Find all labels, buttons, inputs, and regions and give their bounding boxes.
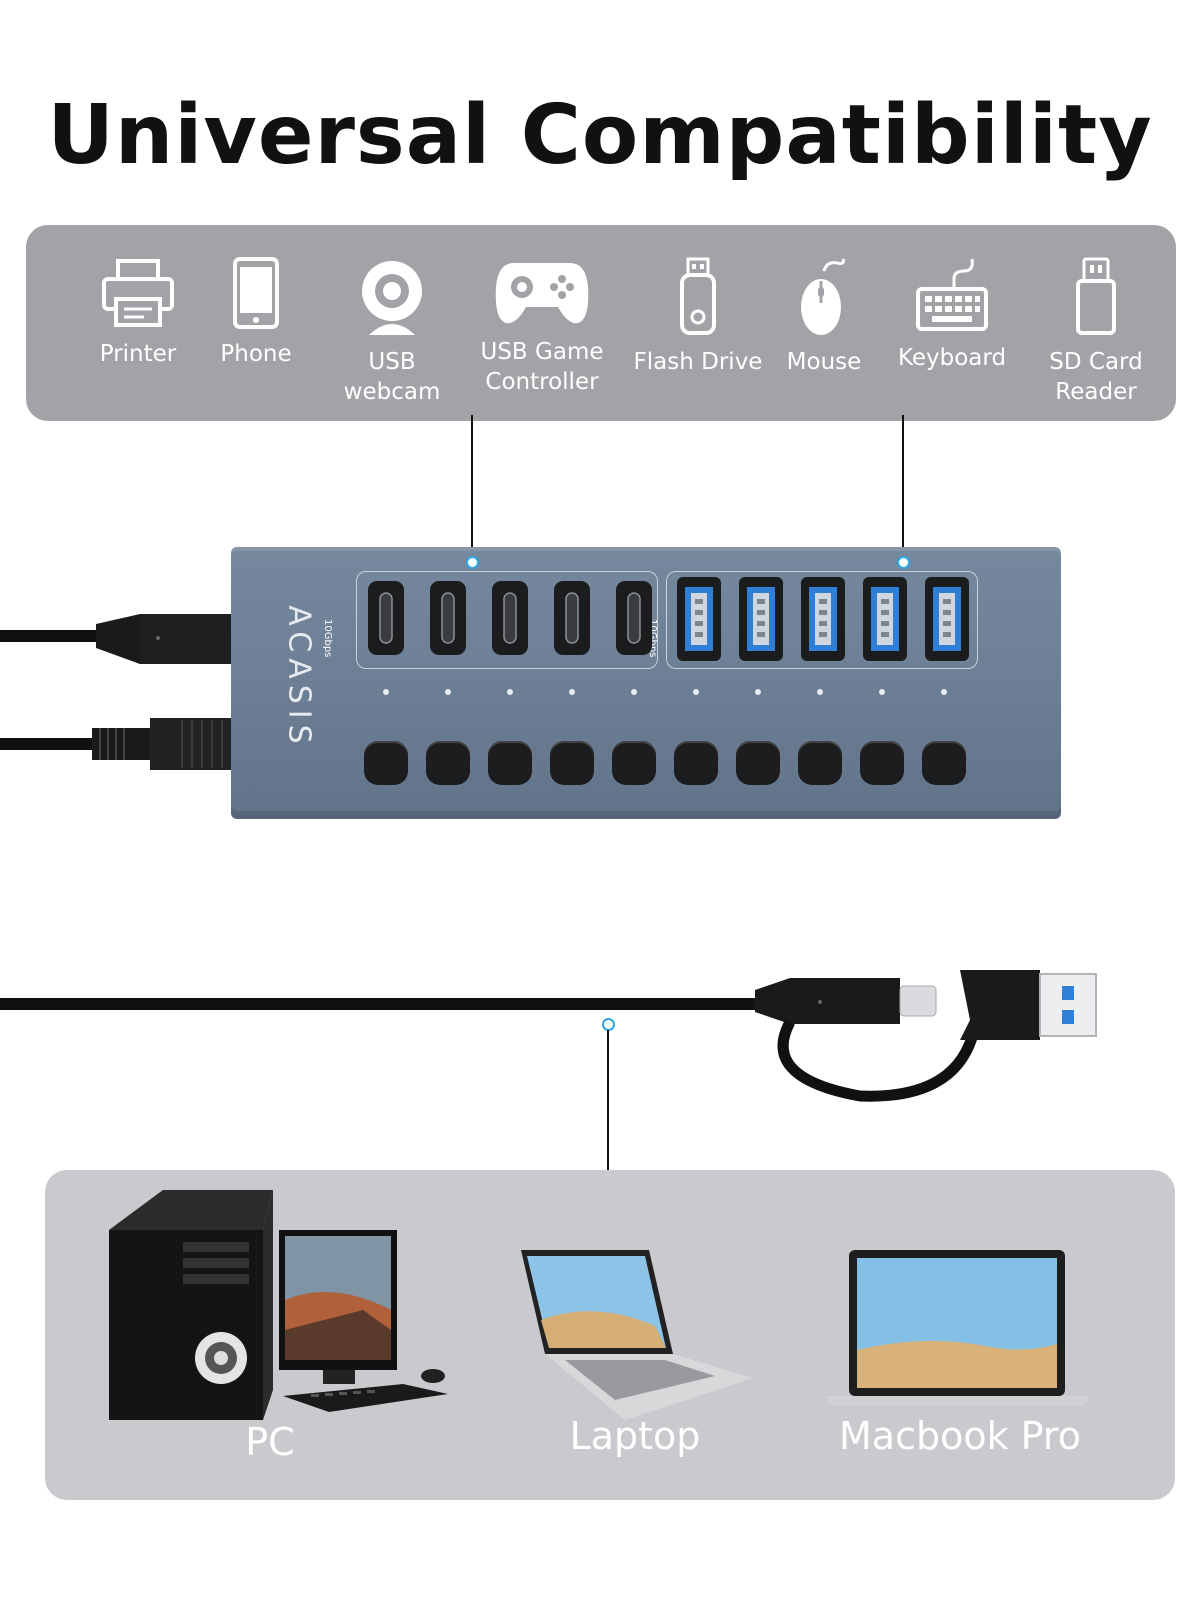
hub-cables [0,614,232,770]
port-led [941,689,947,695]
laptop-icon [521,1250,753,1420]
computer-label-pc: PC [245,1420,295,1464]
port-power-switch[interactable] [922,741,966,785]
device-sd-card-reader: SD Card Reader [1026,225,1166,407]
port-led [693,689,699,695]
device-label: Printer [99,341,177,367]
device-mouse: Mouse [754,225,894,377]
device-printer: Printer [68,225,208,369]
computer-label-laptop: Laptop [569,1414,701,1458]
device-label: Keyboard [897,345,1007,371]
usb-c-callout-dot [466,556,479,569]
port-led [383,689,389,695]
device-flash-drive: Flash Drive [628,225,768,377]
port-power-switch[interactable] [364,741,408,785]
device-label: USB Game Controller [480,339,604,395]
connector-line-host [607,1030,609,1172]
port-power-switch[interactable] [736,741,780,785]
connector-line-usb-a [902,415,904,561]
usb-a-callout-dot [897,556,910,569]
host-computers-panel: PC Laptop Macbook Pro [45,1170,1175,1500]
webcam-icon [362,261,422,335]
device-label: SD Card Reader [1049,349,1143,405]
mouse-icon [801,258,845,335]
keyboard-icon [916,258,988,331]
host-cable [0,970,1097,1102]
computer-label-macbook-pro: Macbook Pro [839,1414,1081,1458]
port-power-switch[interactable] [426,741,470,785]
connector-line-usb-c [471,415,473,561]
device-label: Mouse [786,349,862,375]
phone-icon [233,257,279,329]
port-power-switch[interactable] [860,741,904,785]
sd-card-reader-icon [1076,257,1116,335]
port-power-switch[interactable] [612,741,656,785]
desktop-pc-icon [109,1190,448,1420]
port-power-switch[interactable] [674,741,718,785]
device-webcam: USB webcam [322,225,462,407]
port-led [445,689,451,695]
device-label: Phone [220,341,292,367]
usb-a-port-group [666,571,978,669]
device-keyboard: Keyboard [882,225,1022,373]
port-led [507,689,513,695]
port-power-switch[interactable] [550,741,594,785]
usb-c-port-group [356,571,658,669]
port-led [817,689,823,695]
printer-icon [102,259,174,327]
port-led [879,689,885,695]
port-power-switch[interactable] [798,741,842,785]
hub-ports [368,577,969,661]
flash-drive-icon [680,257,716,335]
device-label: Flash Drive [633,349,763,375]
page-title: Universal Compatibility [47,88,1153,183]
port-led [755,689,761,695]
gamepad-icon [495,263,589,324]
port-power-switch[interactable] [488,741,532,785]
peripheral-devices-panel: Printer Phone USB webcam USB Game Contro… [26,225,1176,421]
usb-hub: ACASIS 10Gbps 10Gbps [231,547,1061,819]
port-led [631,689,637,695]
macbook-icon [825,1250,1090,1406]
port-led [569,689,575,695]
device-phone: Phone [186,225,326,369]
device-label: USB webcam [343,349,441,405]
device-game-controller: USB Game Controller [472,225,612,397]
